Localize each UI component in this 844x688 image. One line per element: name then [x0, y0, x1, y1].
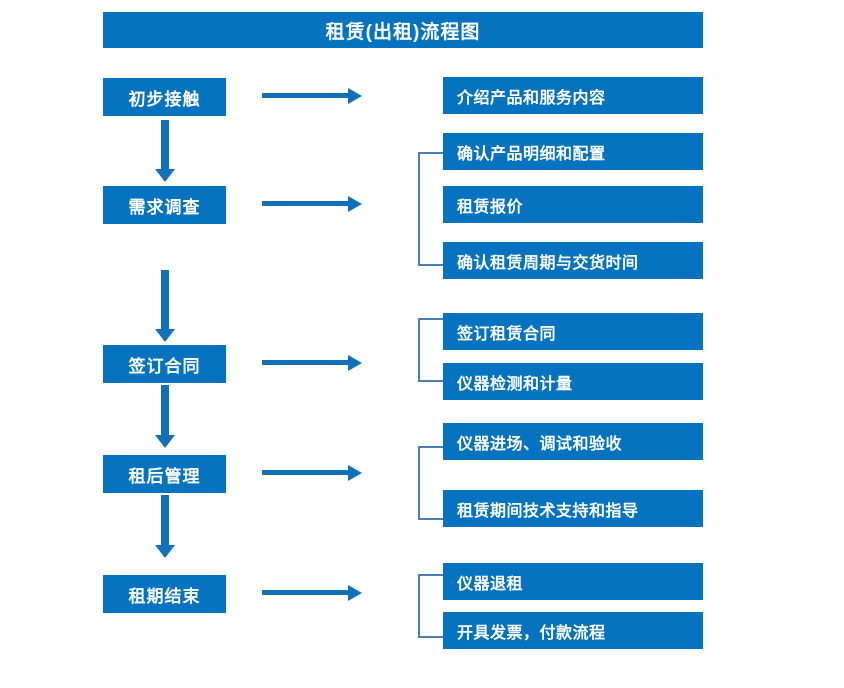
arrow-down-4	[155, 495, 175, 558]
arrow-shaft	[262, 201, 350, 206]
arrow-down-2	[155, 270, 175, 342]
arrow-down-1	[155, 120, 175, 182]
detail-box-3-1[interactable]: 签订租赁合同	[443, 313, 703, 350]
detail-box-5-2[interactable]: 开具发票，付款流程	[443, 612, 703, 649]
arrow-right-3	[262, 355, 362, 371]
chart-title: 租赁(出租)流程图	[103, 12, 703, 48]
detail-box-4-1[interactable]: 仪器进场、调试和验收	[443, 423, 703, 460]
arrow-head	[155, 329, 175, 342]
arrow-shaft	[262, 590, 350, 595]
arrow-shaft	[161, 120, 169, 169]
arrow-head	[155, 169, 175, 182]
arrow-head	[348, 88, 362, 104]
detail-box-3-2[interactable]: 仪器检测和计量	[443, 363, 703, 400]
arrow-shaft	[262, 470, 350, 475]
arrow-down-3	[155, 385, 175, 448]
stage-box-2[interactable]: 需求调查	[103, 186, 226, 224]
bracket-connector-4	[418, 446, 443, 520]
arrow-right-1	[262, 88, 362, 104]
detail-box-2-3[interactable]: 确认租赁周期与交货时间	[443, 242, 703, 279]
arrow-head	[155, 545, 175, 558]
bracket-connector-3	[418, 318, 443, 382]
arrow-right-4	[262, 465, 362, 481]
detail-box-1-1[interactable]: 介绍产品和服务内容	[443, 77, 703, 114]
stage-box-1[interactable]: 初步接触	[103, 78, 226, 116]
stage-box-5[interactable]: 租期结束	[103, 575, 226, 613]
bracket-connector-5	[418, 574, 443, 638]
detail-box-5-1[interactable]: 仪器退租	[443, 563, 703, 600]
arrow-shaft	[262, 93, 350, 98]
stage-box-3[interactable]: 签订合同	[103, 345, 226, 383]
arrow-shaft	[161, 270, 169, 329]
arrow-right-2	[262, 196, 362, 212]
detail-box-2-2[interactable]: 租赁报价	[443, 186, 703, 223]
detail-box-4-2[interactable]: 租赁期间技术支持和指导	[443, 490, 703, 527]
detail-box-2-1[interactable]: 确认产品明细和配置	[443, 133, 703, 170]
arrow-head	[348, 355, 362, 371]
arrow-head	[348, 196, 362, 212]
arrow-shaft	[161, 385, 169, 435]
arrow-head	[155, 435, 175, 448]
arrow-shaft	[161, 495, 169, 545]
bracket-connector-2	[418, 152, 443, 266]
arrow-head	[348, 465, 362, 481]
arrow-right-5	[262, 585, 362, 601]
stage-box-4[interactable]: 租后管理	[103, 455, 226, 493]
arrow-head	[348, 585, 362, 601]
arrow-shaft	[262, 360, 350, 365]
